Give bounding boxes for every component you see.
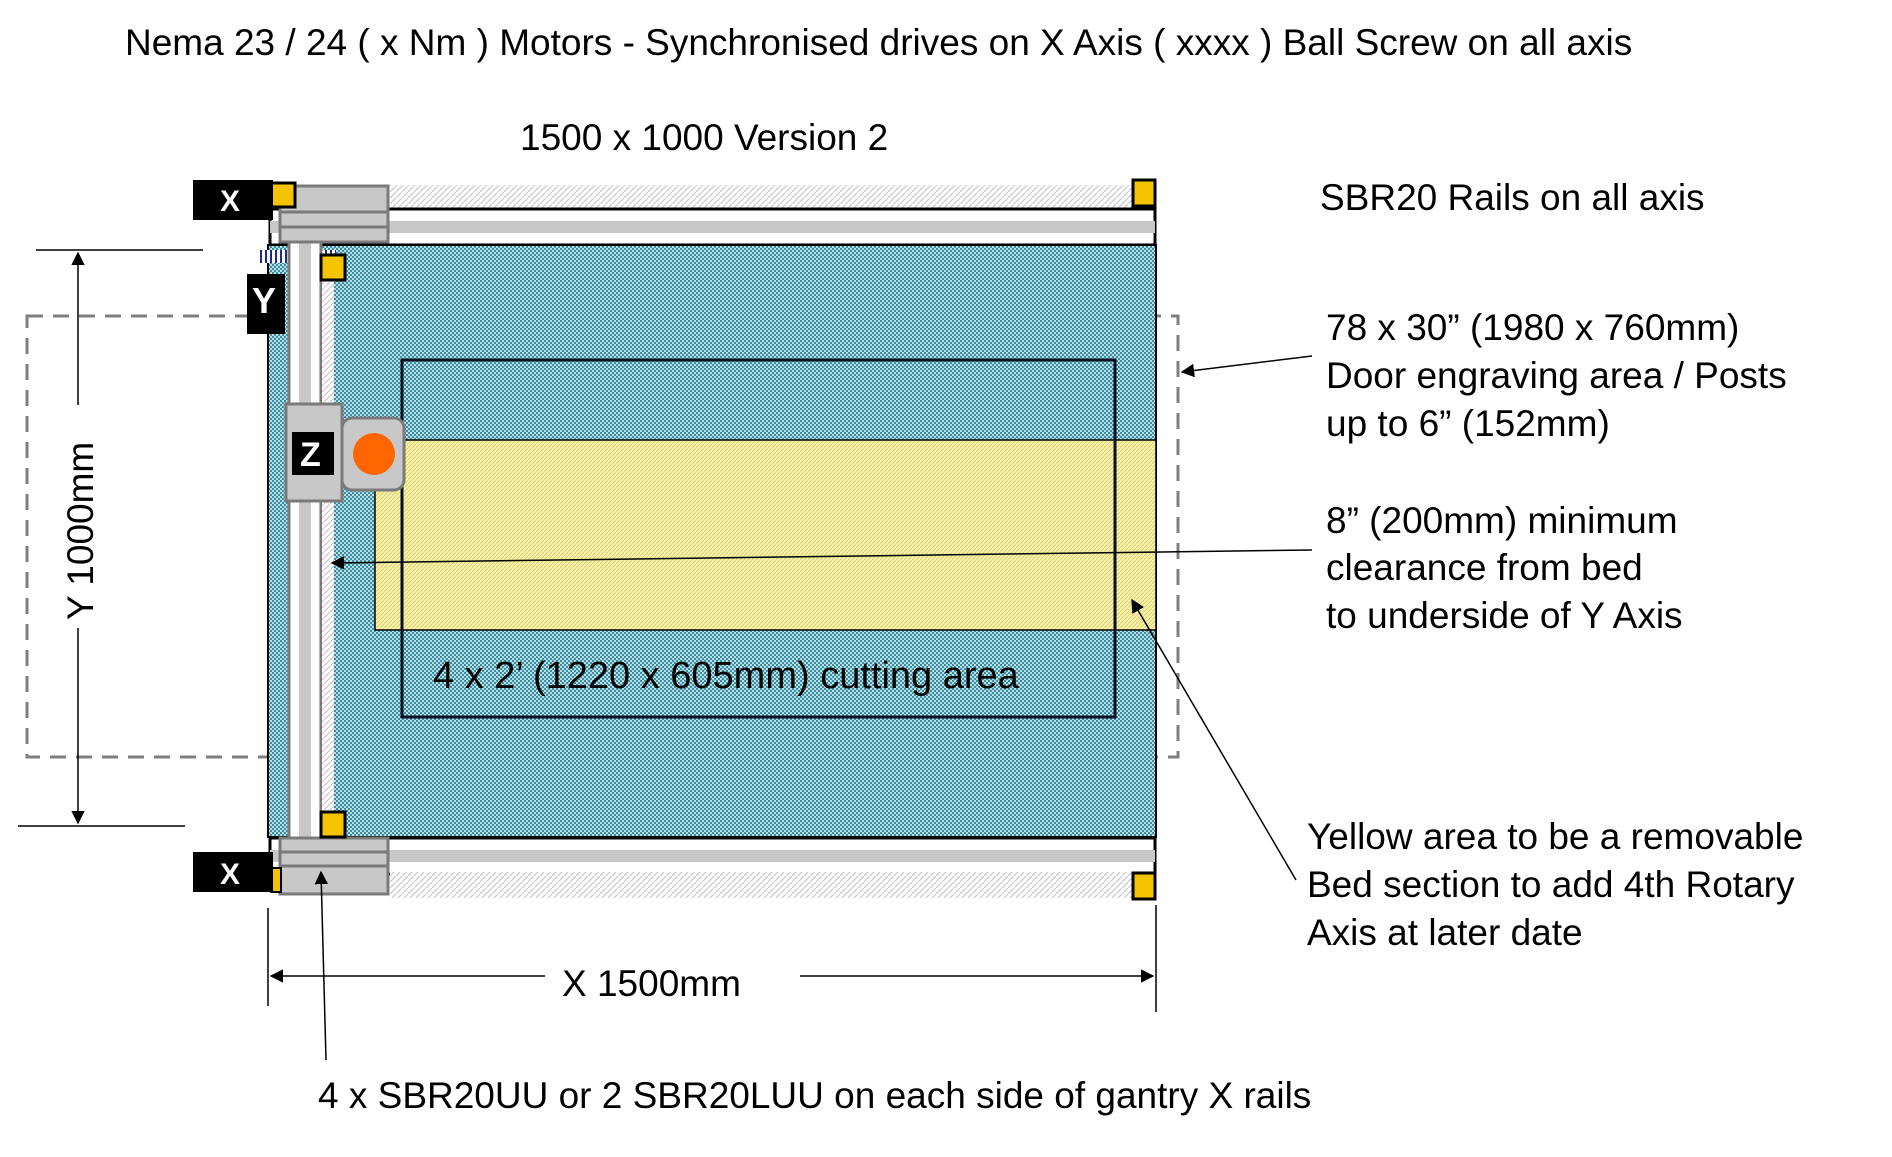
svg-text:Y: Y <box>252 280 276 321</box>
yellow-area-note: Yellow area to be a removable Bed sectio… <box>1307 816 1814 953</box>
z-axis-carriage: Z <box>284 402 344 503</box>
top-x-rail <box>268 185 1157 247</box>
clearance-leader-line <box>330 549 1313 570</box>
diagram-subtitle: 1500 x 1000 Version 2 <box>520 117 888 158</box>
clearance-note: 8” (200mm) minimum clearance from bed to… <box>1326 500 1688 636</box>
yellow-area-line-1: Yellow area to be a removable <box>1307 816 1803 857</box>
x-dimension: X 1500mm <box>267 905 1157 1012</box>
svg-text:X: X <box>220 858 240 891</box>
rails-note: SBR20 Rails on all axis <box>1320 177 1705 218</box>
x-dimension-label: X 1500mm <box>562 963 741 1004</box>
y-dimension-label: Y 1000mm <box>60 442 101 620</box>
clearance-line-2: clearance from bed <box>1326 547 1643 588</box>
motor-block-x-top-left <box>269 181 297 209</box>
clearance-line-3: to underside of Y Axis <box>1326 595 1683 636</box>
motor-block-y-top <box>319 253 347 282</box>
door-area-line-3: up to 6” (152mm) <box>1326 403 1610 444</box>
cutting-area-label: 4 x 2’ (1220 x 605mm) cutting area <box>433 655 1020 697</box>
motor-block-x-top-right <box>1131 178 1157 208</box>
bearings-note: 4 x SBR20UU or 2 SBR20LUU on each side o… <box>318 1075 1311 1116</box>
spindle-mount <box>340 416 406 492</box>
x-axis-tag-top: X <box>193 180 273 220</box>
yellow-area-line-3: Axis at later date <box>1307 912 1583 953</box>
door-area-line-1: 78 x 30” (1980 x 760mm) <box>1326 307 1739 348</box>
door-area-line-2: Door engraving area / Posts <box>1326 355 1787 396</box>
y-axis-tag: Y <box>247 274 285 334</box>
motor-block-y-bottom <box>319 810 347 839</box>
bottom-x-rail <box>268 836 1157 898</box>
clearance-line-1: 8” (200mm) minimum <box>1326 500 1678 541</box>
door-area-note: 78 x 30” (1980 x 760mm) Door engraving a… <box>1326 307 1797 444</box>
svg-text:X: X <box>220 185 240 218</box>
yellow-area-leader-line <box>1131 598 1297 881</box>
svg-text:Z: Z <box>300 436 321 474</box>
removable-yellow-bed-section <box>374 439 1157 631</box>
diagram-title: Nema 23 / 24 ( x Nm ) Motors - Synchroni… <box>125 22 1632 63</box>
bottom-gantry-carriage <box>278 836 390 896</box>
motor-block-x-bottom-right <box>1131 871 1157 901</box>
yellow-area-line-2: Bed section to add 4th Rotary <box>1307 864 1795 905</box>
x-axis-tag-bottom: X <box>193 852 273 892</box>
spindle-icon <box>353 433 395 475</box>
top-gantry-carriage <box>278 184 390 244</box>
cutting-area-outline <box>400 358 1117 719</box>
door-area-leader-line <box>1180 355 1313 378</box>
y-dimension: Y 1000mm <box>18 249 203 827</box>
bearings-leader-line <box>314 870 329 1061</box>
